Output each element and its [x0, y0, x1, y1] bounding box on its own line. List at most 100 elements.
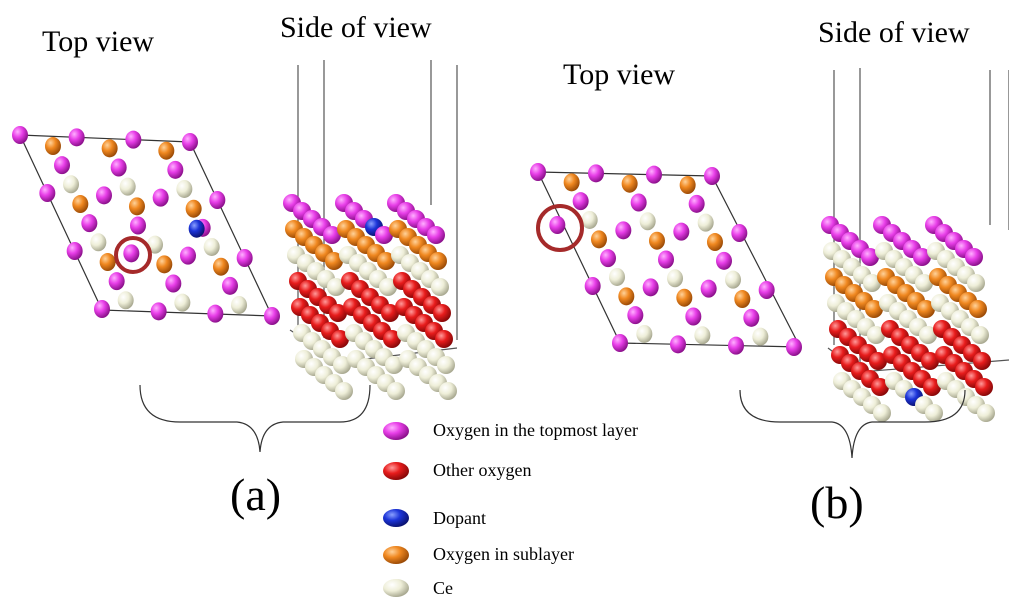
- topmost-oxygen-atom: [627, 306, 644, 325]
- ce-atom: [639, 212, 656, 231]
- other-oxygen-atom: [383, 330, 401, 348]
- panel-b: [530, 68, 1009, 459]
- topmost-oxygen-atom: [123, 244, 140, 263]
- topmost-oxygen-atom: [572, 192, 589, 211]
- topmost-oxygen-atom: [323, 226, 341, 244]
- topmost-oxygen-atom: [612, 334, 628, 352]
- legend-label: Oxygen in the topmost layer: [433, 420, 638, 440]
- topmost-oxygen-atom: [167, 160, 184, 179]
- topmost-oxygen-atom: [264, 307, 280, 325]
- side-view-label: Side of view: [280, 11, 432, 44]
- atoms-group: [530, 163, 802, 356]
- ce-atom: [333, 356, 351, 374]
- topmost-oxygen-atom: [758, 281, 775, 299]
- topmost-oxygen-atom: [716, 251, 732, 270]
- ce-atom: [694, 326, 711, 345]
- topmost-oxygen-atom: [94, 300, 110, 318]
- legend-swatch-other-oxygen: [383, 462, 409, 480]
- other-oxygen-atom: [329, 304, 347, 322]
- topmost-oxygen-atom: [165, 274, 182, 293]
- ce-atom: [439, 382, 457, 400]
- sublayer-oxygen-atom: [99, 253, 116, 272]
- topmost-oxygen-atom: [642, 278, 659, 297]
- sublayer-oxygen-atom: [865, 300, 883, 318]
- topmost-oxygen-atom: [700, 279, 717, 298]
- other-oxygen-atom: [923, 378, 941, 396]
- ce-atom: [327, 278, 345, 296]
- ce-atom: [977, 404, 995, 422]
- topmost-oxygen-atom: [150, 302, 167, 321]
- sublayer-oxygen-atom: [429, 252, 447, 270]
- ce-atom: [725, 270, 742, 289]
- topmost-oxygen-atom: [39, 184, 56, 202]
- bracket: [139, 384, 371, 453]
- topmost-oxygen-atom: [110, 158, 127, 177]
- legend-swatch-dopant: [383, 509, 409, 527]
- topmost-oxygen-atom: [600, 249, 616, 268]
- other-oxygen-atom: [871, 378, 889, 396]
- topmost-oxygen-atom: [68, 128, 85, 147]
- ce-atom: [867, 326, 885, 344]
- ce-atom: [63, 175, 80, 194]
- ce-atom: [925, 404, 943, 422]
- topmost-oxygen-atom: [375, 226, 393, 244]
- top-view-label: Top view: [42, 25, 155, 58]
- ce-atom: [335, 382, 353, 400]
- topmost-oxygen-atom: [630, 193, 647, 212]
- topmost-oxygen-atom: [125, 130, 142, 149]
- other-oxygen-atom: [433, 304, 451, 322]
- atoms-group: [821, 216, 995, 422]
- topmost-oxygen-atom: [222, 276, 238, 295]
- dopant-atom: [188, 219, 205, 238]
- topmost-oxygen-atom: [81, 214, 98, 233]
- other-oxygen-atom: [435, 330, 453, 348]
- topmost-oxygen-atom: [209, 191, 226, 209]
- topmost-oxygen-atom: [54, 156, 70, 175]
- sublayer-oxygen-atom: [212, 257, 229, 276]
- topmost-oxygen-atom: [12, 126, 28, 144]
- topmost-oxygen-atom: [66, 242, 83, 260]
- ce-atom: [873, 404, 891, 422]
- sublayer-oxygen-atom: [618, 287, 635, 306]
- topmost-oxygen-atom: [427, 226, 445, 244]
- legend-swatch-sublayer-oxygen: [383, 546, 409, 564]
- topmost-oxygen-atom: [615, 221, 632, 240]
- topmost-oxygen-atom: [588, 164, 604, 183]
- topmost-oxygen-atom: [236, 249, 253, 267]
- topmost-oxygen-atom: [670, 335, 686, 354]
- ce-atom: [636, 324, 653, 343]
- topmost-oxygen-atom: [913, 248, 931, 266]
- topmost-oxygen-atom: [530, 163, 546, 181]
- ce-atom: [752, 327, 769, 346]
- atoms-group: [12, 126, 280, 325]
- ce-atom: [609, 267, 626, 286]
- side-view-a: [283, 60, 458, 400]
- bracket: [739, 389, 966, 459]
- ce-atom: [387, 382, 405, 400]
- sublayer-oxygen-atom: [185, 199, 202, 218]
- topmost-oxygen-atom: [96, 186, 112, 205]
- topmost-oxygen-atom: [130, 216, 146, 235]
- topmost-oxygen-atom: [646, 165, 662, 184]
- topmost-oxygen-atom: [549, 216, 566, 234]
- ce-atom: [437, 356, 455, 374]
- legend-label: Dopant: [433, 508, 486, 528]
- sublayer-oxygen-atom: [377, 252, 395, 270]
- sublayer-oxygen-atom: [325, 252, 343, 270]
- other-oxygen-atom: [869, 352, 887, 370]
- sublayer-oxygen-atom: [156, 255, 173, 274]
- ce-atom: [667, 269, 684, 288]
- ce-atom: [863, 274, 881, 292]
- topmost-oxygen-atom: [673, 222, 690, 241]
- ce-atom: [117, 291, 134, 310]
- sublayer-oxygen-atom: [648, 231, 665, 250]
- topmost-oxygen-atom: [152, 188, 169, 207]
- topmost-oxygen-atom: [861, 248, 879, 266]
- ce-atom: [697, 213, 714, 232]
- highlight-circle: [536, 204, 584, 252]
- side-view-b: [821, 68, 1009, 422]
- ce-atom: [385, 356, 403, 374]
- sublayer-oxygen-atom: [590, 230, 607, 249]
- other-oxygen-atom: [381, 304, 399, 322]
